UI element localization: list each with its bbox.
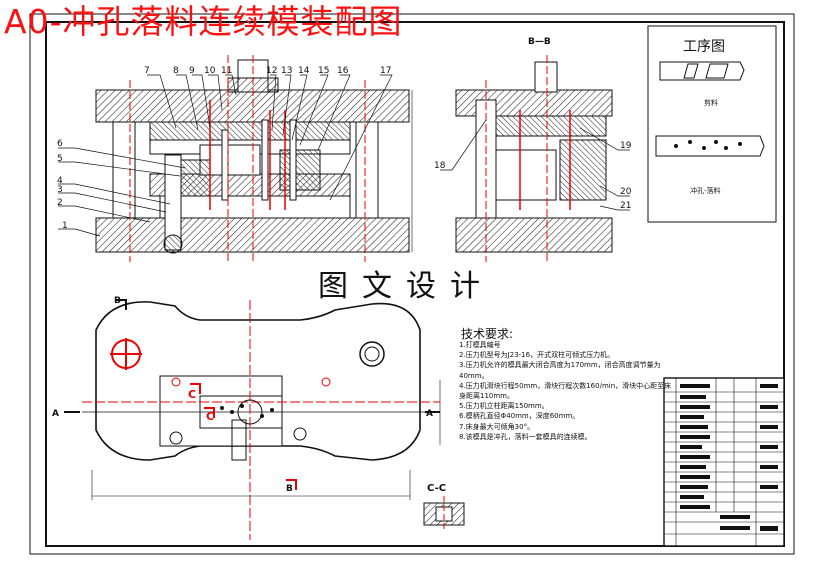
title-block — [663, 377, 785, 547]
part-label: 4 — [57, 176, 63, 186]
section-label-a-right: A — [426, 409, 433, 419]
part-label: 14 — [298, 66, 310, 76]
process-panel-title: 工序图 — [683, 39, 725, 55]
part-label: 9 — [189, 66, 195, 76]
part-label: 3 — [57, 185, 63, 195]
section-label-c-right: C — [206, 410, 214, 423]
part-label: 7 — [144, 66, 150, 76]
part-label: 19 — [620, 141, 632, 151]
process-panel — [647, 25, 777, 223]
part-label: 6 — [57, 139, 63, 149]
tech-item: 6.模柄孔直径Φ40mm，深度60mm。 — [459, 412, 580, 421]
part-label: 18 — [434, 161, 446, 171]
bb-view-label: B—B — [528, 37, 551, 47]
cc-section-view — [423, 496, 465, 532]
watermark-banner: 图文设计 — [318, 269, 494, 304]
section-label-b-bottom: B — [286, 484, 293, 494]
process-caption-shear: 剪料 — [704, 99, 718, 107]
plan-view — [64, 299, 441, 540]
section-label-c-left: C — [188, 388, 196, 401]
part-label: 2 — [57, 198, 63, 208]
section-markers: A A B B C C B—B — [52, 37, 551, 494]
front-section-view — [58, 55, 413, 262]
part-label: 17 — [380, 66, 391, 76]
tech-requirements-list: 1.打模具编号 2.压力机型号为J23-16，开式双柱可倾式压力机。 3.压力机… — [459, 340, 674, 442]
tech-item: 2.压力机型号为J23-16，开式双柱可倾式压力机。 — [459, 351, 615, 360]
part-label: 11 — [221, 66, 232, 76]
tech-item: 1.打模具编号 — [459, 341, 501, 349]
tech-item: 8.该模具是冲孔，落料一套模具的连续模。 — [459, 432, 592, 441]
tech-item: 5.压力机立柱距离150mm。 — [459, 402, 549, 411]
process-caption-punch-blank: 冲孔-落料 — [690, 187, 721, 195]
tech-item: 4.压力机滑块行程50mm，滑块行程次数160/min，滑块中心距至床身距离11… — [459, 381, 672, 401]
outer-frame — [29, 13, 795, 555]
part-label: 20 — [620, 187, 632, 197]
part-label: 1 — [62, 221, 68, 231]
part-label: 16 — [337, 66, 349, 76]
part-label: 12 — [266, 66, 277, 76]
part-label: 10 — [204, 66, 216, 76]
drawing-title: A0-冲孔落料连续模装配图 — [4, 2, 403, 41]
section-label-b-top: B — [114, 296, 121, 306]
part-label: 15 — [318, 66, 329, 76]
tech-requirements-heading: 技术要求: — [461, 327, 514, 341]
tech-item: 3.压力机允许的模具最大闭合高度为170mm，闭合高度调节量为40mm。 — [459, 361, 661, 380]
cc-section-label: C-C — [427, 483, 447, 494]
inner-frame — [45, 21, 785, 547]
part-label: 5 — [57, 154, 63, 164]
section-label-a-left: A — [52, 409, 59, 419]
part-label: 21 — [620, 201, 631, 211]
part-label: 13 — [281, 66, 292, 76]
tech-item: 7.床身最大可倾角30°。 — [459, 422, 535, 431]
part-label: 8 — [173, 66, 179, 76]
side-section-view — [440, 55, 630, 262]
part-numbers: 7 8 9 10 11 12 13 14 15 16 17 6 5 4 3 2 … — [57, 66, 632, 231]
